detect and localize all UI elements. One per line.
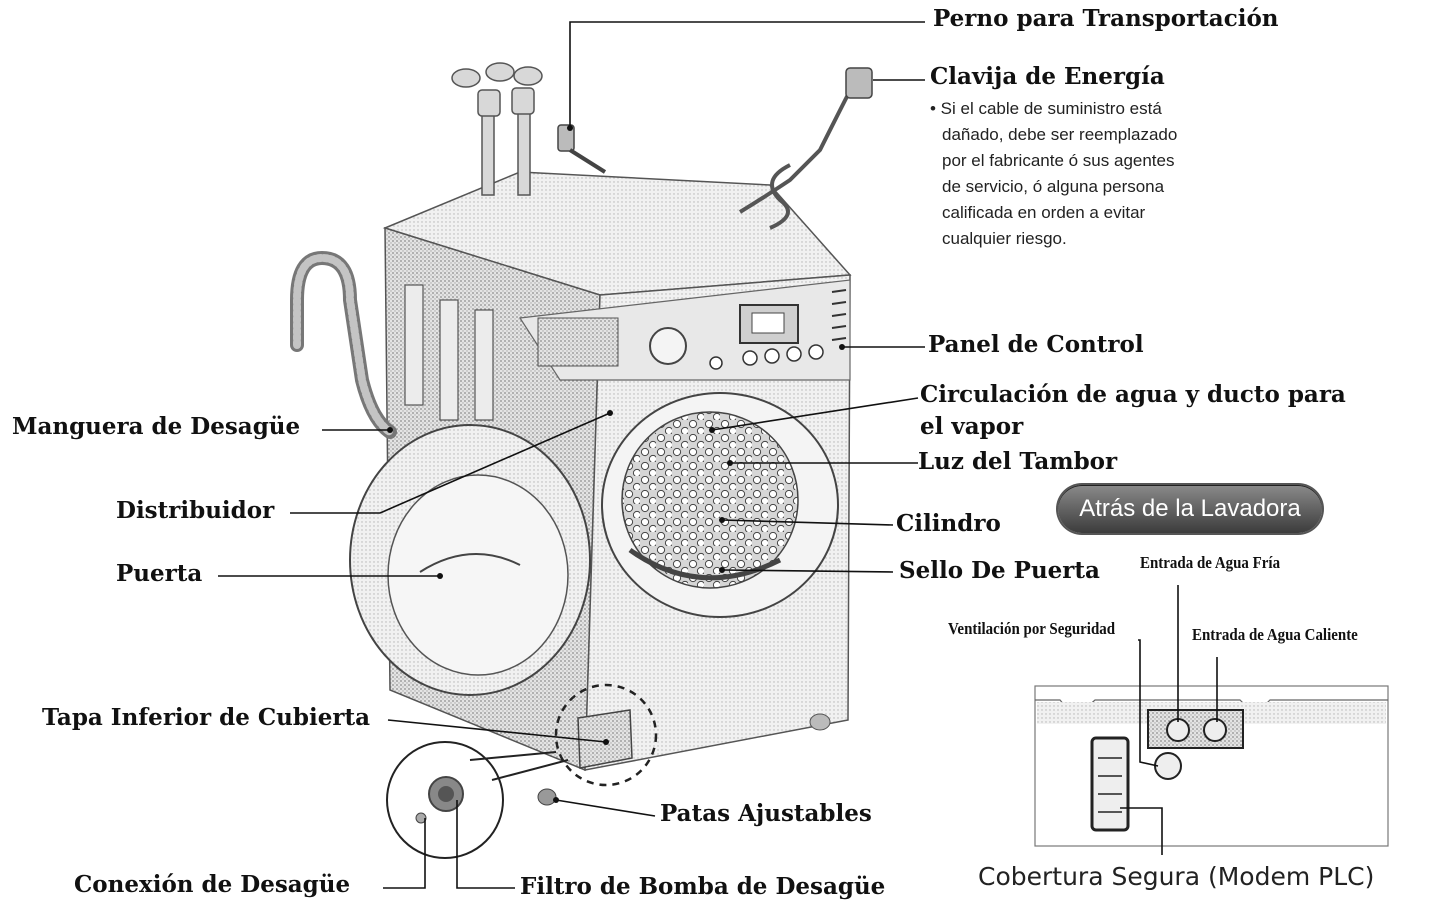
- back-view-caption: Cobertura Segura (Modem PLC): [978, 862, 1375, 891]
- label-dispenser: Distribuidor: [116, 497, 275, 524]
- label-drain-hose: Manguera de Desagüe: [12, 413, 301, 440]
- drum-graphic: [601, 392, 839, 618]
- label-power-plug: Clavija de Energía: [930, 63, 1165, 90]
- label-hot-inlet: Entrada de Agua Caliente: [1192, 625, 1358, 644]
- lower-cover-graphic: [537, 683, 658, 806]
- label-transport-bolt: Perno para Transportación: [933, 5, 1279, 32]
- leader-lines: [218, 21, 925, 889]
- label-door-seal: Sello De Puerta: [899, 557, 1100, 584]
- label-water-circulation-2: el vapor: [920, 413, 1024, 440]
- label-drum-light: Luz del Tambor: [918, 448, 1118, 475]
- drain-hose-graphic: [290, 250, 397, 439]
- label-adjustable-feet: Patas Ajustables: [660, 800, 872, 827]
- label-lower-cover: Tapa Inferior de Cubierta: [42, 704, 370, 731]
- label-safety-vent: Ventilación por Seguridad: [948, 619, 1116, 638]
- power-note-line: por el fabricante ó sus agentes: [942, 151, 1175, 170]
- accessories-graphic: [451, 62, 873, 230]
- back-view-badge: Atrás de la Lavadora: [1058, 485, 1322, 533]
- power-note-line: calificada en orden a evitar: [942, 203, 1146, 222]
- label-drain-pump-filter: Filtro de Bomba de Desagüe: [520, 873, 886, 900]
- leader-dots: [387, 125, 845, 803]
- power-note-line: cualquier riesgo.: [942, 229, 1067, 248]
- label-drum: Cilindro: [896, 510, 1001, 537]
- label-cold-inlet: Entrada de Agua Fría: [1140, 553, 1281, 572]
- label-drain-connection: Conexión de Desagüe: [74, 871, 351, 898]
- label-water-circulation: Circulación de agua y ducto para: [920, 381, 1346, 408]
- label-control-panel: Panel de Control: [928, 331, 1144, 358]
- label-door: Puerta: [116, 560, 203, 587]
- drain-magnifier: [386, 741, 569, 859]
- power-note-line: de servicio, ó alguna persona: [942, 177, 1165, 196]
- back-view-graphic: [1034, 585, 1389, 855]
- power-note-line: dañado, debe ser reemplazado: [942, 125, 1178, 144]
- power-note-line: • Si el cable de suministro está: [930, 99, 1162, 118]
- control-panel-graphic: [518, 279, 851, 381]
- door-graphic: [349, 424, 591, 696]
